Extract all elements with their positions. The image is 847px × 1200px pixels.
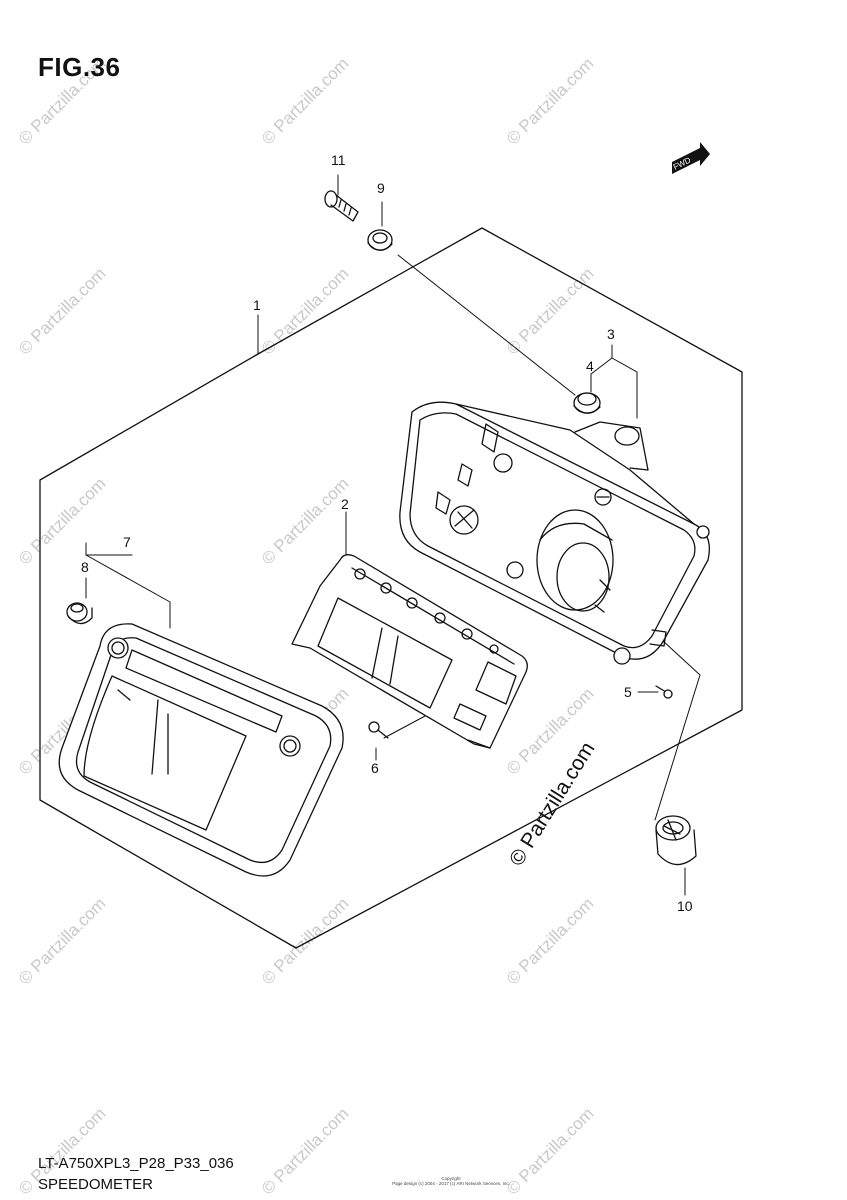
upper-cover-part	[58, 623, 344, 877]
copyright-line: Copyright	[441, 1176, 461, 1181]
callout-7: 7	[123, 534, 131, 550]
assembly-outline	[39, 227, 743, 949]
callout-2: 2	[341, 496, 349, 512]
diagram-code: LT-A750XPL3_P28_P33_036	[38, 1155, 234, 1172]
cover-grommet-part	[66, 602, 93, 625]
copyright-line: Page design (c) 2004 - 2017 (c) ARI Netw…	[392, 1181, 510, 1186]
callout-11: 11	[331, 152, 346, 168]
circuit-board-part	[291, 554, 528, 749]
callout-6: 6	[371, 760, 379, 776]
callout-9: 9	[377, 180, 385, 196]
callout-4: 4	[586, 358, 594, 374]
callout-8: 8	[81, 559, 89, 575]
callout-10: 10	[677, 898, 693, 914]
mounting-bolt-part	[324, 190, 359, 222]
section-title: SPEEDOMETER	[38, 1176, 154, 1193]
callout-3: 3	[607, 326, 615, 342]
callout-5: 5	[624, 684, 632, 700]
lower-case-part	[399, 401, 711, 665]
copyright-notice: Copyright Page design (c) 2004 - 2017 (c…	[366, 1176, 536, 1186]
callout-1: 1	[253, 297, 261, 313]
case-grommet-part	[573, 392, 601, 414]
mounting-grommet-part	[367, 229, 393, 251]
figure-title: FIG.36	[38, 52, 121, 82]
board-screw-part	[368, 721, 389, 739]
direction-arrow-icon: FWD	[672, 142, 710, 174]
bulb-socket-part	[655, 815, 697, 866]
case-screw-part	[655, 685, 673, 699]
